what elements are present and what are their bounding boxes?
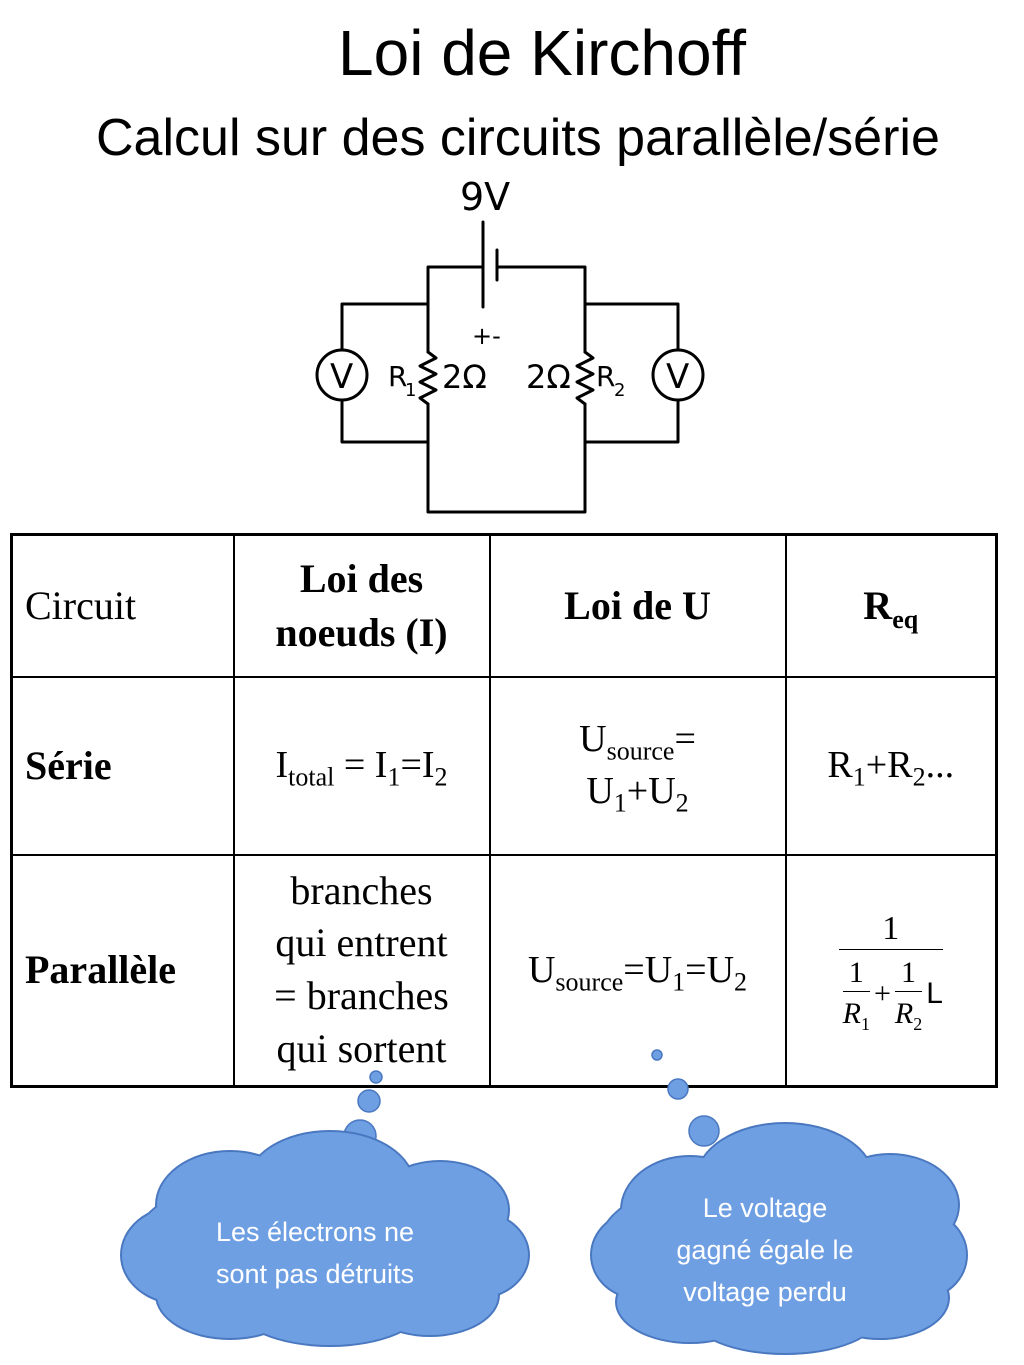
table-row-parallele: Parallèle branches qui entrent = branche… xyxy=(10,853,998,1088)
parallele-voltage-law: Usource=U1=U2 xyxy=(488,853,787,1088)
cloud-left-text: Les électrons ne sont pas détruits xyxy=(215,1217,415,1289)
r2-value: 2Ω xyxy=(526,358,571,396)
page-subtitle: Calcul sur des circuits parallèle/série xyxy=(96,109,940,167)
header-req: Req xyxy=(784,533,998,678)
req-fraction: 1 1 R1 + 1 R2 L xyxy=(838,909,943,1034)
voltmeter-left-label: V xyxy=(330,357,353,397)
cloud-left xyxy=(120,1130,530,1347)
header-circuit: Circuit xyxy=(10,533,235,678)
wire-left-meter-top xyxy=(340,302,430,352)
bubble-trail-left-small xyxy=(369,1070,383,1084)
r1-subscript: 1 xyxy=(405,380,416,401)
table-row-serie: Série Itotal = I1=I2 Usource= U1+U2 R1+R… xyxy=(10,675,998,856)
wire-top-left xyxy=(426,265,485,354)
bubble-trail-right-large xyxy=(688,1115,720,1147)
bubble-trail-left-medium xyxy=(357,1089,381,1113)
circuit-diagram: 9V +- V V R 1 2Ω 2Ω R 2 xyxy=(300,172,720,522)
serie-req: R1+R2... xyxy=(784,675,998,856)
fraction-1-over-r2: 1 R2 xyxy=(894,956,923,1034)
polarity-label: +- xyxy=(472,322,501,350)
resistor-r1 xyxy=(418,350,438,406)
cloud-right-text: Le voltage gagné égale le voltage perdu xyxy=(676,1193,854,1307)
voltage-label: 9V xyxy=(460,175,510,219)
parallele-current-law: branches qui entrent = branches qui sort… xyxy=(232,853,491,1088)
thought-bubbles-graphic xyxy=(120,1049,968,1355)
fraction-1-over-r1: 1 R1 xyxy=(842,956,870,1034)
voltmeter-left-circle xyxy=(315,348,369,402)
wire-right-meter-top xyxy=(583,302,680,352)
bubble-trail-right-small xyxy=(651,1049,663,1061)
page-title: Loi de Kirchoff xyxy=(338,17,746,89)
r1-label: R xyxy=(388,360,407,393)
header-u-law: Loi de U xyxy=(488,533,787,678)
r2-subscript: 2 xyxy=(614,380,625,401)
resistor-r2 xyxy=(575,350,595,406)
serie-label: Série xyxy=(10,675,235,856)
r2-label: R xyxy=(596,360,615,393)
wire-top-right xyxy=(495,265,587,354)
wire-left-meter-bottom xyxy=(340,398,430,444)
cloud-right xyxy=(590,1122,968,1355)
parallele-req-formula: 1 1 R1 + 1 R2 L xyxy=(784,853,998,1088)
bubble-trail-right-medium xyxy=(667,1078,689,1100)
serie-voltage-law: Usource= U1+U2 xyxy=(488,675,787,856)
r1-value: 2Ω xyxy=(442,358,487,396)
wire-right-meter-bottom xyxy=(583,398,680,444)
thought-bubbles: Les électrons ne sont pas détruits Le vo… xyxy=(0,1040,1024,1365)
voltmeter-right-circle xyxy=(651,348,705,402)
parallele-label: Parallèle xyxy=(10,853,235,1088)
wire-bottom xyxy=(426,402,587,514)
voltmeter-right-label: V xyxy=(666,357,689,397)
serie-current-law: Itotal = I1=I2 xyxy=(232,675,491,856)
